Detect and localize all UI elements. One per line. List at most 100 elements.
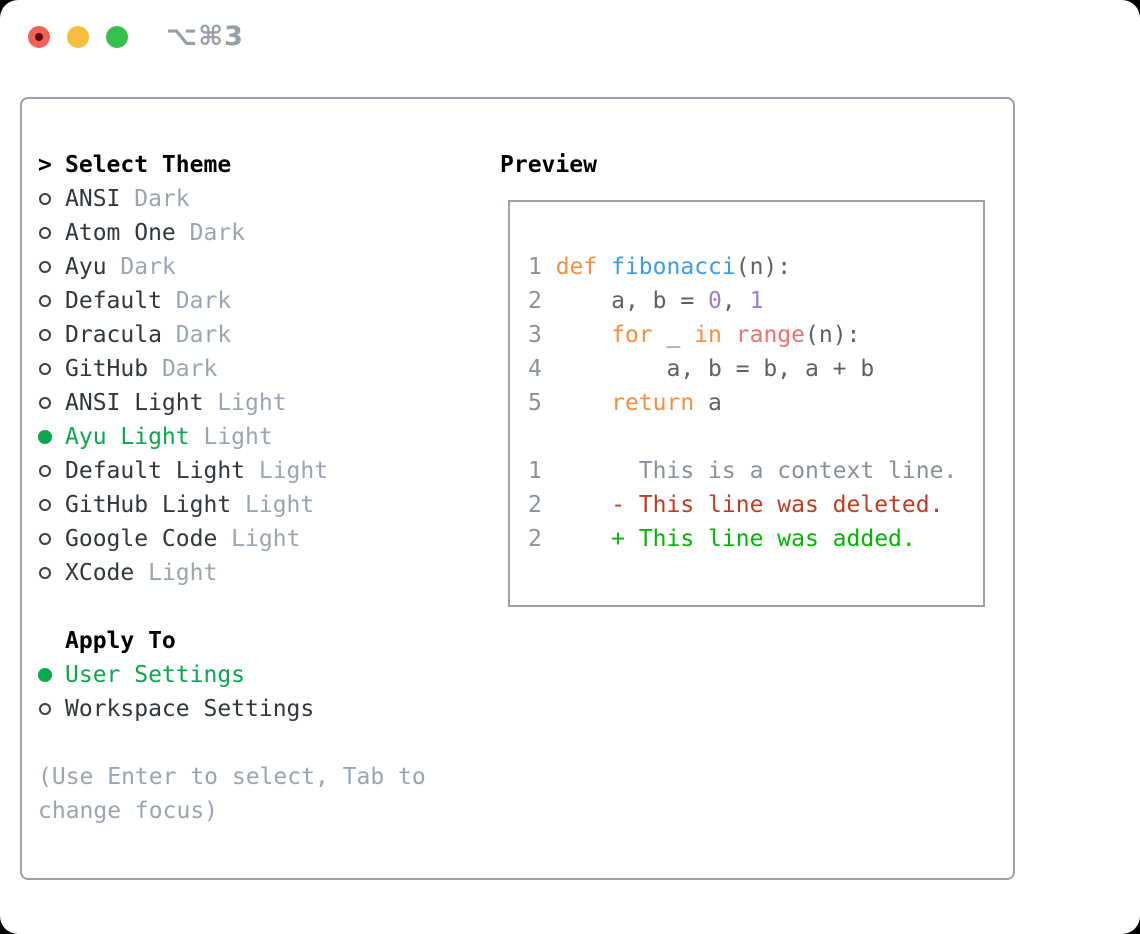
option-label: XCode xyxy=(65,560,135,586)
variant-label: Light xyxy=(231,492,315,518)
code-token xyxy=(597,254,611,280)
code-token: a, b = xyxy=(555,288,709,314)
radio-icon xyxy=(39,499,51,511)
code-line: 5 return a xyxy=(528,386,983,420)
variant-label: Dark xyxy=(148,356,218,382)
option-label: Atom One xyxy=(65,220,176,246)
option-label: GitHub xyxy=(65,356,149,382)
option-label: ANSI Light xyxy=(65,390,204,416)
theme-option[interactable]: Google Code Light xyxy=(38,522,500,556)
theme-list-header-label: Select Theme xyxy=(65,152,232,178)
variant-label: Dark xyxy=(120,186,190,212)
theme-option[interactable]: XCode Light xyxy=(38,556,500,590)
option-label: ANSI xyxy=(65,186,121,212)
theme-option[interactable]: Default Light Light xyxy=(38,454,500,488)
option-label: Default xyxy=(65,288,162,314)
code-line xyxy=(528,420,983,454)
line-number: 1 xyxy=(528,458,556,484)
code-line: 4 a, b = b, a + b xyxy=(528,352,983,386)
hint-text-line2: change focus) xyxy=(38,798,219,824)
variant-label: Light xyxy=(203,390,287,416)
code-token: (n): xyxy=(805,322,861,348)
apply-option[interactable]: Workspace Settings xyxy=(38,692,500,726)
variant-label: Dark xyxy=(106,254,176,280)
radio-selected-icon xyxy=(38,430,52,444)
window-title: ⌥⌘3 xyxy=(166,21,244,52)
option-label: Ayu xyxy=(65,254,107,280)
close-button[interactable] xyxy=(28,26,50,48)
code-token: a, b = b, a + b xyxy=(555,356,875,382)
traffic-lights xyxy=(28,26,128,48)
code-token: return xyxy=(611,390,695,416)
radio-icon xyxy=(39,533,51,545)
zoom-button[interactable] xyxy=(106,26,128,48)
line-number: 4 xyxy=(528,356,556,382)
radio-icon xyxy=(39,465,51,477)
code-token: fibonacci xyxy=(611,254,736,280)
line-number: 2 xyxy=(528,526,556,552)
code-line: 2 - This line was deleted. xyxy=(528,488,983,522)
option-label: Google Code xyxy=(65,526,218,552)
variant-label: Light xyxy=(134,560,218,586)
focus-caret-icon: > xyxy=(38,152,52,178)
radio-icon xyxy=(39,397,51,409)
variant-label: Light xyxy=(217,526,301,552)
theme-list-header: > Select Theme xyxy=(38,148,500,182)
code-line: 3 for _ in range(n): xyxy=(528,318,983,352)
theme-option[interactable]: Atom One Dark xyxy=(38,216,500,250)
code-token: _ xyxy=(652,322,695,348)
code-token: a xyxy=(694,390,722,416)
theme-option[interactable]: ANSI Dark xyxy=(38,182,500,216)
code-token: - This line was deleted. xyxy=(555,492,944,518)
theme-option[interactable]: GitHub Dark xyxy=(38,352,500,386)
theme-option[interactable]: GitHub Light Light xyxy=(38,488,500,522)
apply-to-header: Apply To xyxy=(38,624,500,658)
apply-option[interactable]: User Settings xyxy=(38,658,500,692)
code-token xyxy=(722,322,736,348)
radio-selected-icon xyxy=(38,668,52,682)
radio-icon xyxy=(39,227,51,239)
code-line: 1 def fibonacci(n): xyxy=(528,250,983,284)
variant-label: Dark xyxy=(175,220,246,246)
variant-label: Light xyxy=(245,458,329,484)
apply-to-header-label: Apply To xyxy=(65,628,176,654)
radio-icon xyxy=(39,329,51,341)
code-line: 2 a, b = 0, 1 xyxy=(528,284,983,318)
radio-icon xyxy=(39,295,51,307)
line-number: 2 xyxy=(528,288,556,314)
theme-option[interactable]: Dracula Dark xyxy=(38,318,500,352)
radio-icon xyxy=(39,193,51,205)
spacer xyxy=(38,726,500,760)
radio-icon xyxy=(39,261,51,273)
option-label: Ayu Light xyxy=(65,424,190,450)
theme-option[interactable]: ANSI Light Light xyxy=(38,386,500,420)
code-token: 0 xyxy=(708,288,722,314)
code-token: range xyxy=(735,322,805,348)
theme-option[interactable]: Ayu Dark xyxy=(38,250,500,284)
code-token xyxy=(556,322,611,348)
code-token: def xyxy=(555,254,598,280)
variant-label: Dark xyxy=(161,322,232,348)
minimize-button[interactable] xyxy=(67,26,89,48)
theme-option[interactable]: Ayu Light Light xyxy=(38,420,500,454)
spacer xyxy=(38,590,500,624)
option-label: Default Light xyxy=(65,458,246,484)
line-number: 5 xyxy=(528,390,556,416)
hint-text-line1: (Use Enter to select, Tab to xyxy=(38,764,426,790)
line-number: 1 xyxy=(528,254,556,280)
code-token: , xyxy=(721,288,750,314)
code-line: 2 + This line was added. xyxy=(528,522,983,556)
option-label: Dracula xyxy=(65,322,162,348)
code-token: for xyxy=(611,322,653,348)
code-token: in xyxy=(694,322,722,348)
theme-option[interactable]: Default Dark xyxy=(38,284,500,318)
radio-icon xyxy=(39,567,51,579)
variant-label: Light xyxy=(189,424,273,450)
variant-label: Dark xyxy=(161,288,232,314)
